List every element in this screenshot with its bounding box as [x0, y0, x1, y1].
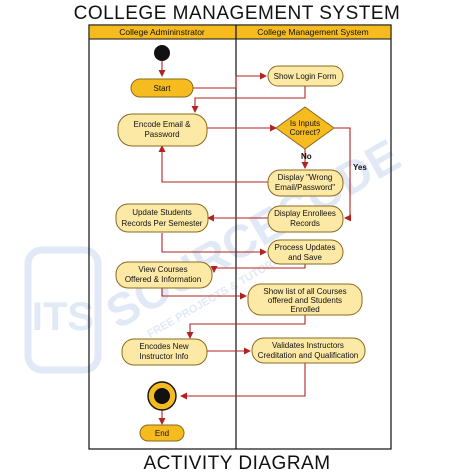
- diagram-footer: ACTIVITY DIAGRAM: [143, 453, 330, 474]
- node-view-courses-line2: Offered & Information: [125, 275, 201, 284]
- node-encode-email-line1: Encode Email &: [134, 120, 192, 129]
- node-start: [130, 78, 194, 98]
- node-wrong-credentials: [267, 169, 344, 197]
- node-show-course-list-line2: offered and Students: [268, 296, 342, 305]
- lane-label-administrator: College Admininstrator: [119, 27, 205, 37]
- edge-login-encode: [191, 86, 306, 113]
- guard-yes: Yes: [353, 163, 367, 172]
- node-encode-email-line2: Password: [144, 130, 179, 139]
- node-display-enrollees: [267, 205, 344, 233]
- node-process-updates-line1: Process Updates: [275, 243, 336, 252]
- node-update-students: [115, 203, 209, 233]
- node-show-login-form: [267, 65, 344, 87]
- merge-node-inner: [154, 388, 170, 404]
- node-validate-instructors: [251, 337, 366, 364]
- decision-line1: Is Inputs: [290, 119, 320, 128]
- node-process-updates-line2: and Save: [288, 253, 322, 262]
- node-encode-instructor: [121, 338, 208, 366]
- edge-process-view: [210, 264, 306, 273]
- node-end-label: End: [155, 429, 169, 438]
- decision-inputs-correct: [275, 106, 335, 150]
- node-encode-instructor-line1: Encodes New: [139, 342, 189, 351]
- node-start-label: Start: [154, 84, 172, 93]
- node-update-students-line2: Records Per Semester: [122, 219, 203, 228]
- node-validate-instructors-line1: Validates Instructors: [272, 341, 344, 350]
- edge-validate-merge: [180, 363, 306, 400]
- watermark: ITS SOURCECODE FREE PROJECTS & TUTORIALS: [24, 129, 409, 374]
- node-display-enrollees-line2: Records: [290, 219, 320, 228]
- node-show-course-list-line3: Enrolled: [290, 305, 319, 314]
- edge-update-process: [161, 233, 267, 256]
- node-view-courses: [115, 261, 213, 289]
- initial-node: [154, 45, 170, 61]
- node-process-updates: [267, 239, 344, 265]
- edge-showlist-instructor: [186, 315, 306, 339]
- edge-wrong-encode: [158, 145, 268, 183]
- guard-no: No: [301, 152, 312, 161]
- node-wrong-credentials-line2: Email/Password": [275, 183, 335, 192]
- node-encode-email: [117, 113, 208, 147]
- node-view-courses-line1: View Courses: [138, 265, 187, 274]
- decision-line2: Correct?: [290, 128, 321, 137]
- node-wrong-credentials-line1: Display "Wrong: [278, 173, 333, 182]
- node-show-course-list: [247, 283, 363, 316]
- node-show-course-list-line1: Show list of all Courses: [263, 287, 346, 296]
- edges: [158, 60, 351, 425]
- node-display-enrollees-line1: Display Enrollees: [274, 209, 336, 218]
- node-validate-instructors-line2: Creditation and Qualification: [258, 351, 359, 360]
- watermark-letters: ITS: [32, 295, 94, 339]
- node-end: [139, 424, 185, 442]
- edge-start-login: [193, 72, 267, 89]
- edge-decision-enrollees: [334, 127, 351, 222]
- watermark-logo-box: [24, 246, 102, 374]
- lane-label-system: College Management System: [257, 27, 369, 37]
- diagram-title: COLLEGE MANAGEMENT SYSTEM: [74, 3, 401, 24]
- node-update-students-line1: Update Students: [132, 208, 192, 217]
- node-show-login-form-label: Show Login Form: [274, 72, 337, 81]
- edge-view-showlist: [161, 288, 247, 300]
- node-encode-instructor-line2: Instructor Info: [140, 352, 189, 361]
